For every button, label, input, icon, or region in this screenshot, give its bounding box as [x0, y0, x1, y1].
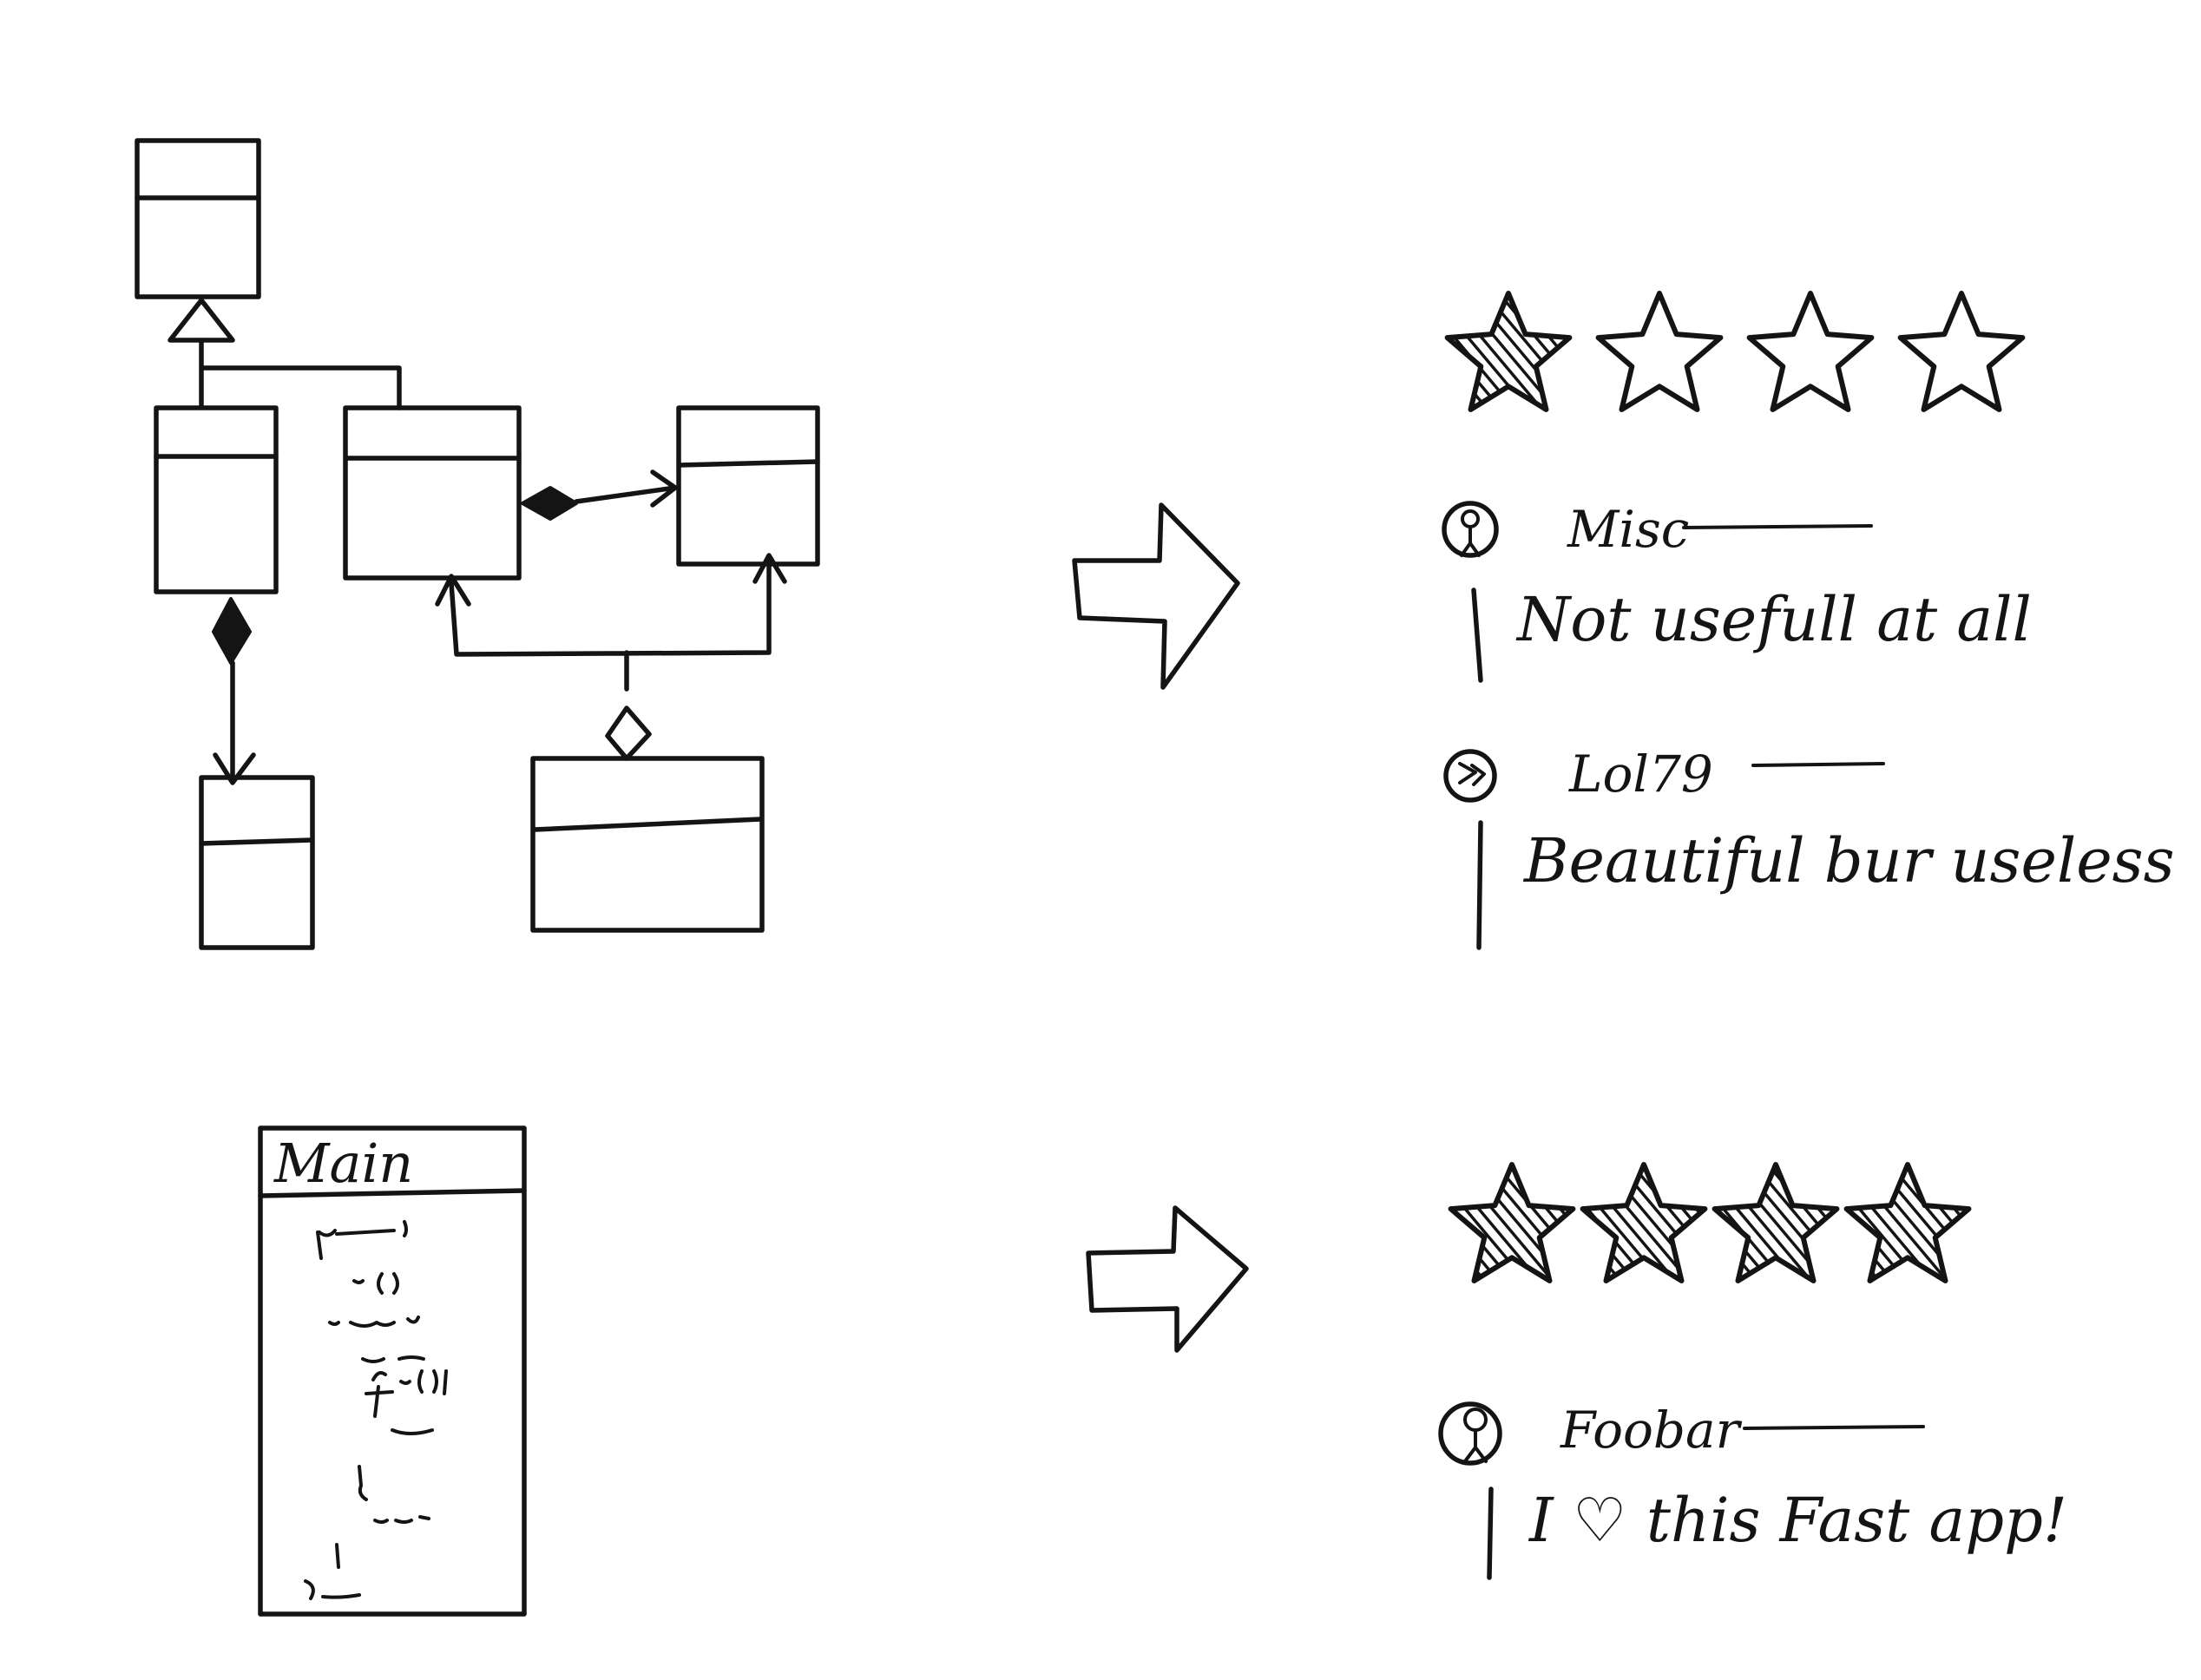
arrowhead-right [650, 469, 678, 508]
review-lol79: Lol79 Beautiful bur useless [1443, 745, 2175, 950]
right-arrow-icon [1086, 1205, 1249, 1353]
review-foobar: Foobar I ♡ this Fast app! [1438, 1401, 2067, 1580]
uml-class-box-middle [343, 405, 522, 581]
uml-class-box-parent [135, 138, 261, 299]
arrowhead-up-right [752, 553, 787, 584]
comment-stem [1487, 1486, 1494, 1580]
review-misc: Misc Not usefull at all [1442, 500, 2032, 683]
arrowhead-down [213, 752, 256, 785]
arrowhead-up-middle [435, 574, 471, 607]
uml-class-box-bottom-right [530, 756, 765, 933]
code-sketch-title: Main [273, 1132, 413, 1195]
author-underline [1682, 524, 1873, 529]
composition-line-right [574, 485, 678, 504]
comment-stem [1476, 820, 1483, 950]
generalization-arrow-icon [168, 298, 235, 343]
avatar-icon [1438, 1401, 1502, 1466]
uml-class-box-bottom-left [199, 775, 315, 950]
star-icon [1448, 1162, 1576, 1283]
review-author: Lol79 [1568, 745, 1713, 804]
star-icon [1897, 291, 2026, 412]
avatar-icon [1442, 501, 1499, 558]
star-icon [1595, 291, 1724, 412]
rating-stars-1 [1444, 291, 2026, 412]
code-scribbles [304, 1220, 448, 1600]
composition-diamond-icon [212, 597, 252, 665]
aggregation-bracket [449, 556, 772, 692]
review-author: Foobar [1560, 1401, 1743, 1460]
review-comment: Beautiful bur useless [1522, 825, 2175, 896]
right-arrow-icon [1072, 502, 1240, 690]
author-underline [1751, 762, 1885, 767]
review-comment: I ♡ this Fast app! [1528, 1485, 2067, 1556]
uml-class-box-left-child [154, 405, 279, 594]
uml-class-box-right [676, 405, 820, 567]
review-comment: Not usefull at all [1515, 584, 2032, 655]
inheritance-line [199, 338, 402, 410]
composition-diamond-right-icon [521, 486, 578, 521]
code-sketch: Main [258, 1125, 527, 1617]
avatar-icon [1443, 749, 1497, 803]
review-author: Misc [1567, 500, 1689, 559]
author-underline [1743, 1425, 1925, 1430]
star-icon [1746, 291, 1875, 412]
aggregation-diamond-icon [605, 705, 652, 761]
star-icon [1843, 1162, 1972, 1283]
comment-stem [1471, 587, 1483, 683]
star-icon [1580, 1162, 1708, 1283]
uml-diagram [135, 138, 820, 950]
star-icon [1712, 1162, 1840, 1283]
rating-stars-2 [1448, 1162, 1972, 1283]
star-icon [1444, 291, 1573, 412]
